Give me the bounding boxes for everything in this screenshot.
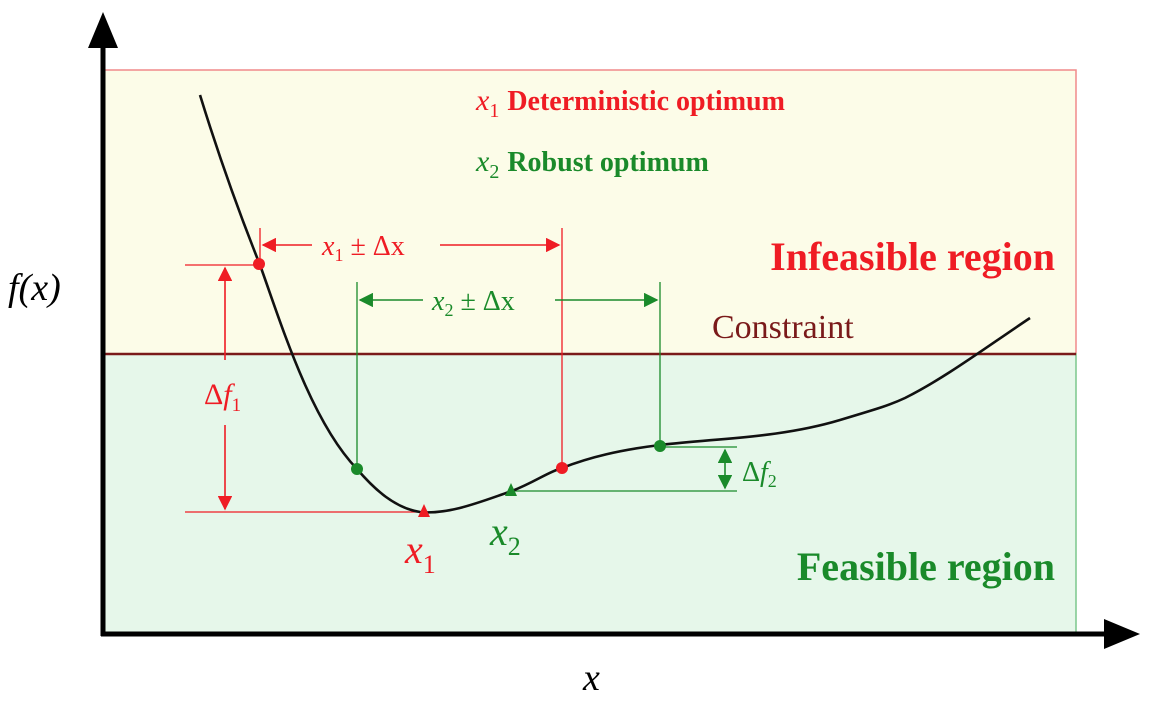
- x1-range-label-bg: [312, 226, 440, 262]
- x2-range-label: x2 ± Δx: [431, 286, 515, 320]
- x1-optimum-marker: [418, 504, 430, 517]
- x2-range-label-bg: [423, 281, 555, 317]
- feasible-region-label: Feasible region: [797, 544, 1055, 589]
- x1-right-point: [556, 462, 568, 474]
- x1-left-point: [253, 258, 265, 270]
- x2-left-point: [351, 463, 363, 475]
- x-axis-arrowhead: [1104, 619, 1140, 649]
- infeasible-region-label: Infeasible region: [770, 234, 1055, 279]
- df2-label: Δf2: [742, 457, 777, 491]
- feasible-region: [102, 353, 1077, 635]
- y-axis-label: f(x): [8, 267, 61, 309]
- constraint-label: Constraint: [712, 309, 854, 346]
- y-axis-arrowhead: [88, 12, 118, 48]
- x2-optimum-marker: [505, 483, 517, 496]
- x1-range-label: x1 ± Δx: [321, 231, 405, 265]
- objective-curve: [198, 94, 1031, 514]
- x2-marker-label: x2: [489, 509, 521, 561]
- x1-marker-label: x1: [404, 527, 436, 579]
- x2-right-point: [654, 440, 666, 452]
- x-axis-label: x: [582, 657, 600, 699]
